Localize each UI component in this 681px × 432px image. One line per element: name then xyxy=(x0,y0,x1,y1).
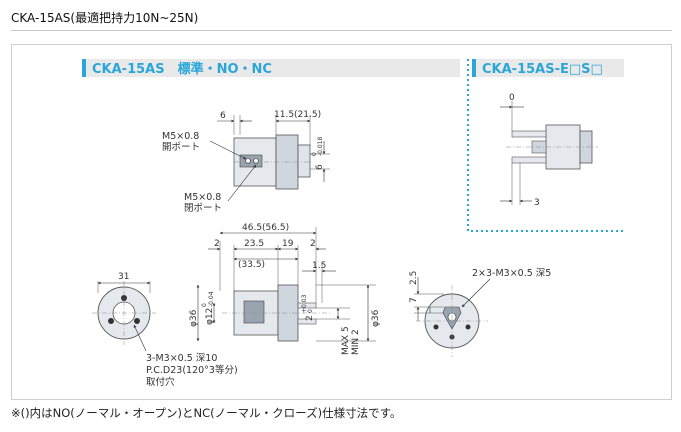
dim-2-tol-label: 2 xyxy=(305,315,315,321)
technical-drawing: CKA-15AS 標準・NO・NC CKA-15AS-E□S□ 6 11.5(2… xyxy=(82,59,624,388)
standard-panel-accent xyxy=(82,59,86,77)
variant-panel-accent xyxy=(472,59,476,77)
close-port-spec: M5×0.8 xyxy=(184,192,221,203)
front-view: 46.5(56.5) 2 23.5 19 2 (33.5) 1.5 φ36 φ1… xyxy=(189,223,381,355)
dim-2b-label: 2 xyxy=(310,239,316,249)
mount-pcd-spec: P.C.D23(120°3等分) xyxy=(146,364,238,376)
variant-panel-title: CKA-15AS-E□S□ xyxy=(482,62,603,77)
dim-6-tol-lower: -0.018 xyxy=(317,136,324,156)
end-view: 31 3-M3×0.5 深10 P.C.D23(120°3等分) 取付穴 xyxy=(92,272,238,388)
mount-hole-leader xyxy=(133,324,147,352)
dim-3-label: 3 xyxy=(534,198,540,208)
mount-hole-label: 取付穴 xyxy=(146,376,175,388)
standard-panel-bar xyxy=(82,59,460,77)
title-divider xyxy=(11,30,672,31)
side-hole-1 xyxy=(433,324,439,330)
top-jaw xyxy=(297,144,311,178)
open-port-spec: M5×0.8 xyxy=(162,131,199,142)
dim-46-5-label: 46.5(56.5) xyxy=(242,223,289,233)
dim-6-tol-upper: 0 xyxy=(311,152,318,156)
dim-2a-label: 2 xyxy=(214,239,220,249)
variant-jaw-upper xyxy=(511,130,547,138)
dim-min2-label: MIN 2 xyxy=(351,329,361,355)
dim-33-5-label: (33.5) xyxy=(238,260,265,270)
dim-phi12-tol-upper: 0 xyxy=(201,303,208,307)
front-jaw-lower xyxy=(297,318,317,325)
close-port-hole xyxy=(253,158,259,164)
dim-phi36a-label: φ36 xyxy=(189,309,199,327)
side-hole-2 xyxy=(465,324,471,330)
page-title: CKA-15AS(最適把持力10N~25N) xyxy=(11,11,199,25)
top-view: 6 11.5(21.5) 6 0 -0.018 M5×0.8 開ポート M5×0… xyxy=(162,110,330,214)
dim-6-tol-label: 6 xyxy=(315,164,325,170)
mount-hole-spec: 3-M3×0.5 深10 xyxy=(146,353,217,364)
dim-1-5-label: 1.5 xyxy=(312,261,326,271)
dim-phi36b-label: φ36 xyxy=(371,309,381,327)
dim-31-label: 31 xyxy=(118,272,129,282)
mount-hole-2 xyxy=(108,318,114,324)
open-port-hole xyxy=(245,158,251,164)
front-port-block xyxy=(243,300,265,324)
dim-11-5-label: 11.5(21.5) xyxy=(274,110,321,120)
close-port-label: 閉ポート xyxy=(184,203,222,214)
variant-panel-dotted-border xyxy=(467,59,624,232)
dim-0-label: 0 xyxy=(509,93,515,103)
variant-view: 0 3 xyxy=(500,93,598,208)
dim-phi12-label: φ12 xyxy=(205,308,215,325)
side-hole-spec: 2×3-M3×0.5 深5 xyxy=(472,268,551,279)
variant-panel-bar xyxy=(472,59,624,77)
open-port-label: 開ポート xyxy=(162,142,200,153)
standard-panel-title: CKA-15AS 標準・NO・NC xyxy=(92,61,272,77)
close-port-leader xyxy=(227,164,257,202)
front-jaw-upper xyxy=(297,302,317,309)
dim-23-5-label: 23.5 xyxy=(244,239,264,249)
side-view: 2.5 7 2×3-M3×0.5 深5 xyxy=(409,268,551,357)
mount-hole-3 xyxy=(134,318,140,324)
dim-2-5-label: 2.5 xyxy=(409,271,419,285)
dim-max5-label: MAX 5 xyxy=(341,326,351,355)
dim-19-label: 19 xyxy=(282,239,294,249)
drawing-frame: CKA-15AS 標準・NO・NC CKA-15AS-E□S□ 6 11.5(2… xyxy=(11,44,672,400)
variant-jaw-lower xyxy=(511,156,547,164)
dim-2-tol-lower: 0 xyxy=(307,309,314,313)
dim-7-label: 7 xyxy=(409,297,419,303)
footnote: ※()内はNO(ノーマル・オープン)とNC(ノーマル・クローズ)仕様寸法です。 xyxy=(11,406,402,420)
dim-6-label: 6 xyxy=(220,111,226,121)
side-hole-leader xyxy=(461,278,491,308)
open-port-leader xyxy=(209,140,247,160)
front-head xyxy=(277,284,299,342)
dim-2-tol-upper: +0.03 xyxy=(301,294,308,313)
dim-phi12-tol-lower: -0.04 xyxy=(208,291,215,307)
